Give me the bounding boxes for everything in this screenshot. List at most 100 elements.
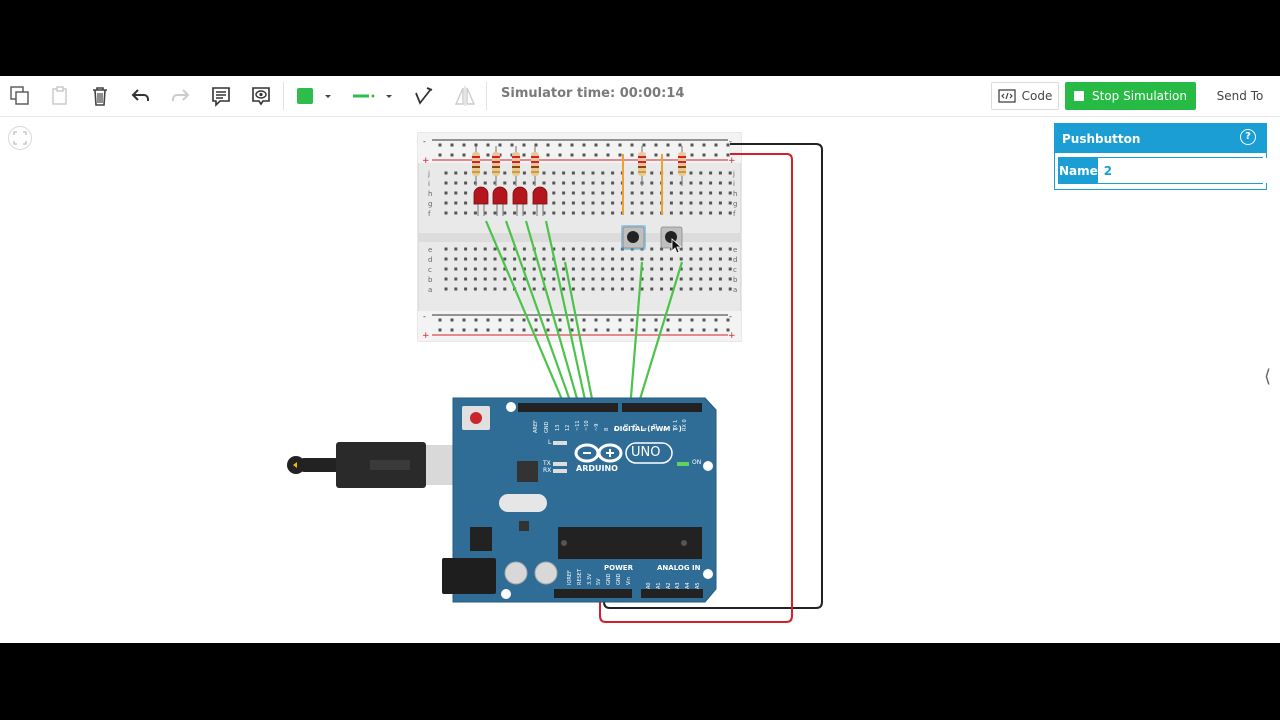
rail-hole[interactable] (594, 153, 598, 157)
breadboard-hole[interactable] (640, 277, 644, 281)
rail-hole[interactable] (654, 143, 658, 147)
breadboard-hole[interactable] (444, 211, 448, 215)
breadboard-hole[interactable] (640, 257, 644, 261)
breadboard-hole[interactable] (444, 191, 448, 195)
breadboard-hole[interactable] (591, 247, 595, 251)
rail-hole[interactable] (702, 153, 706, 157)
breadboard-hole[interactable] (689, 211, 693, 215)
breadboard-hole[interactable] (679, 181, 683, 185)
breadboard-hole[interactable] (503, 247, 507, 251)
breadboard-hole[interactable] (454, 211, 458, 215)
breadboard-hole[interactable] (522, 247, 526, 251)
rail-hole[interactable] (630, 328, 634, 332)
rail-hole[interactable] (486, 328, 490, 332)
pushbutton-1[interactable] (621, 225, 646, 250)
breadboard-hole[interactable] (728, 181, 732, 185)
breadboard-hole[interactable] (718, 211, 722, 215)
breadboard-hole[interactable] (660, 267, 664, 271)
digital-header-left[interactable] (518, 403, 618, 412)
breadboard-hole[interactable] (611, 171, 615, 175)
rail-hole[interactable] (594, 143, 598, 147)
breadboard-hole[interactable] (581, 191, 585, 195)
rail-hole[interactable] (474, 318, 478, 322)
breadboard-hole[interactable] (650, 277, 654, 281)
redo-button[interactable] (168, 82, 192, 110)
breadboard-hole[interactable] (503, 257, 507, 261)
power-header[interactable] (554, 589, 632, 598)
leds[interactable] (473, 186, 548, 216)
breadboard-hole[interactable] (591, 191, 595, 195)
breadboard-hole[interactable] (728, 211, 732, 215)
rail-hole[interactable] (534, 143, 538, 147)
breadboard-hole[interactable] (669, 287, 673, 291)
breadboard-hole[interactable] (473, 211, 477, 215)
breadboard-hole[interactable] (669, 267, 673, 271)
rail-hole[interactable] (510, 318, 514, 322)
breadboard-hole[interactable] (699, 267, 703, 271)
breadboard-hole[interactable] (493, 211, 497, 215)
rail-hole[interactable] (438, 328, 442, 332)
signal-wires[interactable] (484, 220, 684, 410)
breadboard-hole[interactable] (591, 181, 595, 185)
breadboard-hole[interactable] (454, 171, 458, 175)
breadboard-hole[interactable] (454, 257, 458, 261)
breadboard-hole[interactable] (581, 287, 585, 291)
breadboard-hole[interactable] (532, 181, 536, 185)
rail-hole[interactable] (534, 328, 538, 332)
rail-hole[interactable] (534, 318, 538, 322)
breadboard-hole[interactable] (552, 277, 556, 281)
breadboard-hole[interactable] (728, 247, 732, 251)
breadboard-hole[interactable] (650, 287, 654, 291)
rail-hole[interactable] (702, 328, 706, 332)
breadboard-hole[interactable] (483, 211, 487, 215)
breadboard-hole[interactable] (718, 257, 722, 261)
breadboard-hole[interactable] (464, 277, 468, 281)
breadboard-hole[interactable] (483, 277, 487, 281)
breadboard-hole[interactable] (464, 171, 468, 175)
breadboard-hole[interactable] (689, 277, 693, 281)
breadboard-hole[interactable] (473, 287, 477, 291)
breadboard-hole[interactable] (679, 201, 683, 205)
rail-hole[interactable] (498, 318, 502, 322)
breadboard-hole[interactable] (464, 247, 468, 251)
breadboard-hole[interactable] (718, 267, 722, 271)
rail-hole[interactable] (714, 143, 718, 147)
led-red[interactable] (532, 186, 548, 205)
breadboard-hole[interactable] (709, 211, 713, 215)
rail-hole[interactable] (462, 143, 466, 147)
rail-hole[interactable] (690, 153, 694, 157)
breadboard-hole[interactable] (601, 267, 605, 271)
breadboard-hole[interactable] (650, 247, 654, 251)
led-red[interactable] (473, 186, 489, 205)
breadboard-hole[interactable] (532, 287, 536, 291)
rail-hole[interactable] (726, 328, 730, 332)
breadboard-hole[interactable] (679, 267, 683, 271)
rail-hole[interactable] (498, 328, 502, 332)
breadboard-hole[interactable] (630, 257, 634, 261)
breadboard-hole[interactable] (689, 191, 693, 195)
breadboard-hole[interactable] (581, 211, 585, 215)
breadboard-hole[interactable] (571, 191, 575, 195)
breadboard-hole[interactable] (444, 267, 448, 271)
breadboard-hole[interactable] (611, 201, 615, 205)
breadboard-hole[interactable] (552, 267, 556, 271)
rail-hole[interactable] (582, 328, 586, 332)
delete-button[interactable] (88, 82, 112, 110)
rail-hole[interactable] (582, 143, 586, 147)
breadboard-hole[interactable] (493, 267, 497, 271)
breadboard-hole[interactable] (522, 267, 526, 271)
breadboard-hole[interactable] (699, 247, 703, 251)
breadboard-hole[interactable] (679, 287, 683, 291)
breadboard-hole[interactable] (444, 287, 448, 291)
breadboard-hole[interactable] (483, 171, 487, 175)
rail-hole[interactable] (546, 143, 550, 147)
breadboard-hole[interactable] (660, 257, 664, 261)
copy-button[interactable] (8, 82, 32, 110)
breadboard-hole[interactable] (611, 211, 615, 215)
breadboard-hole[interactable] (650, 171, 654, 175)
breadboard-hole[interactable] (483, 247, 487, 251)
rail-hole[interactable] (522, 328, 526, 332)
flip-button[interactable] (452, 82, 478, 110)
breadboard-hole[interactable] (532, 267, 536, 271)
breadboard-hole[interactable] (454, 191, 458, 195)
